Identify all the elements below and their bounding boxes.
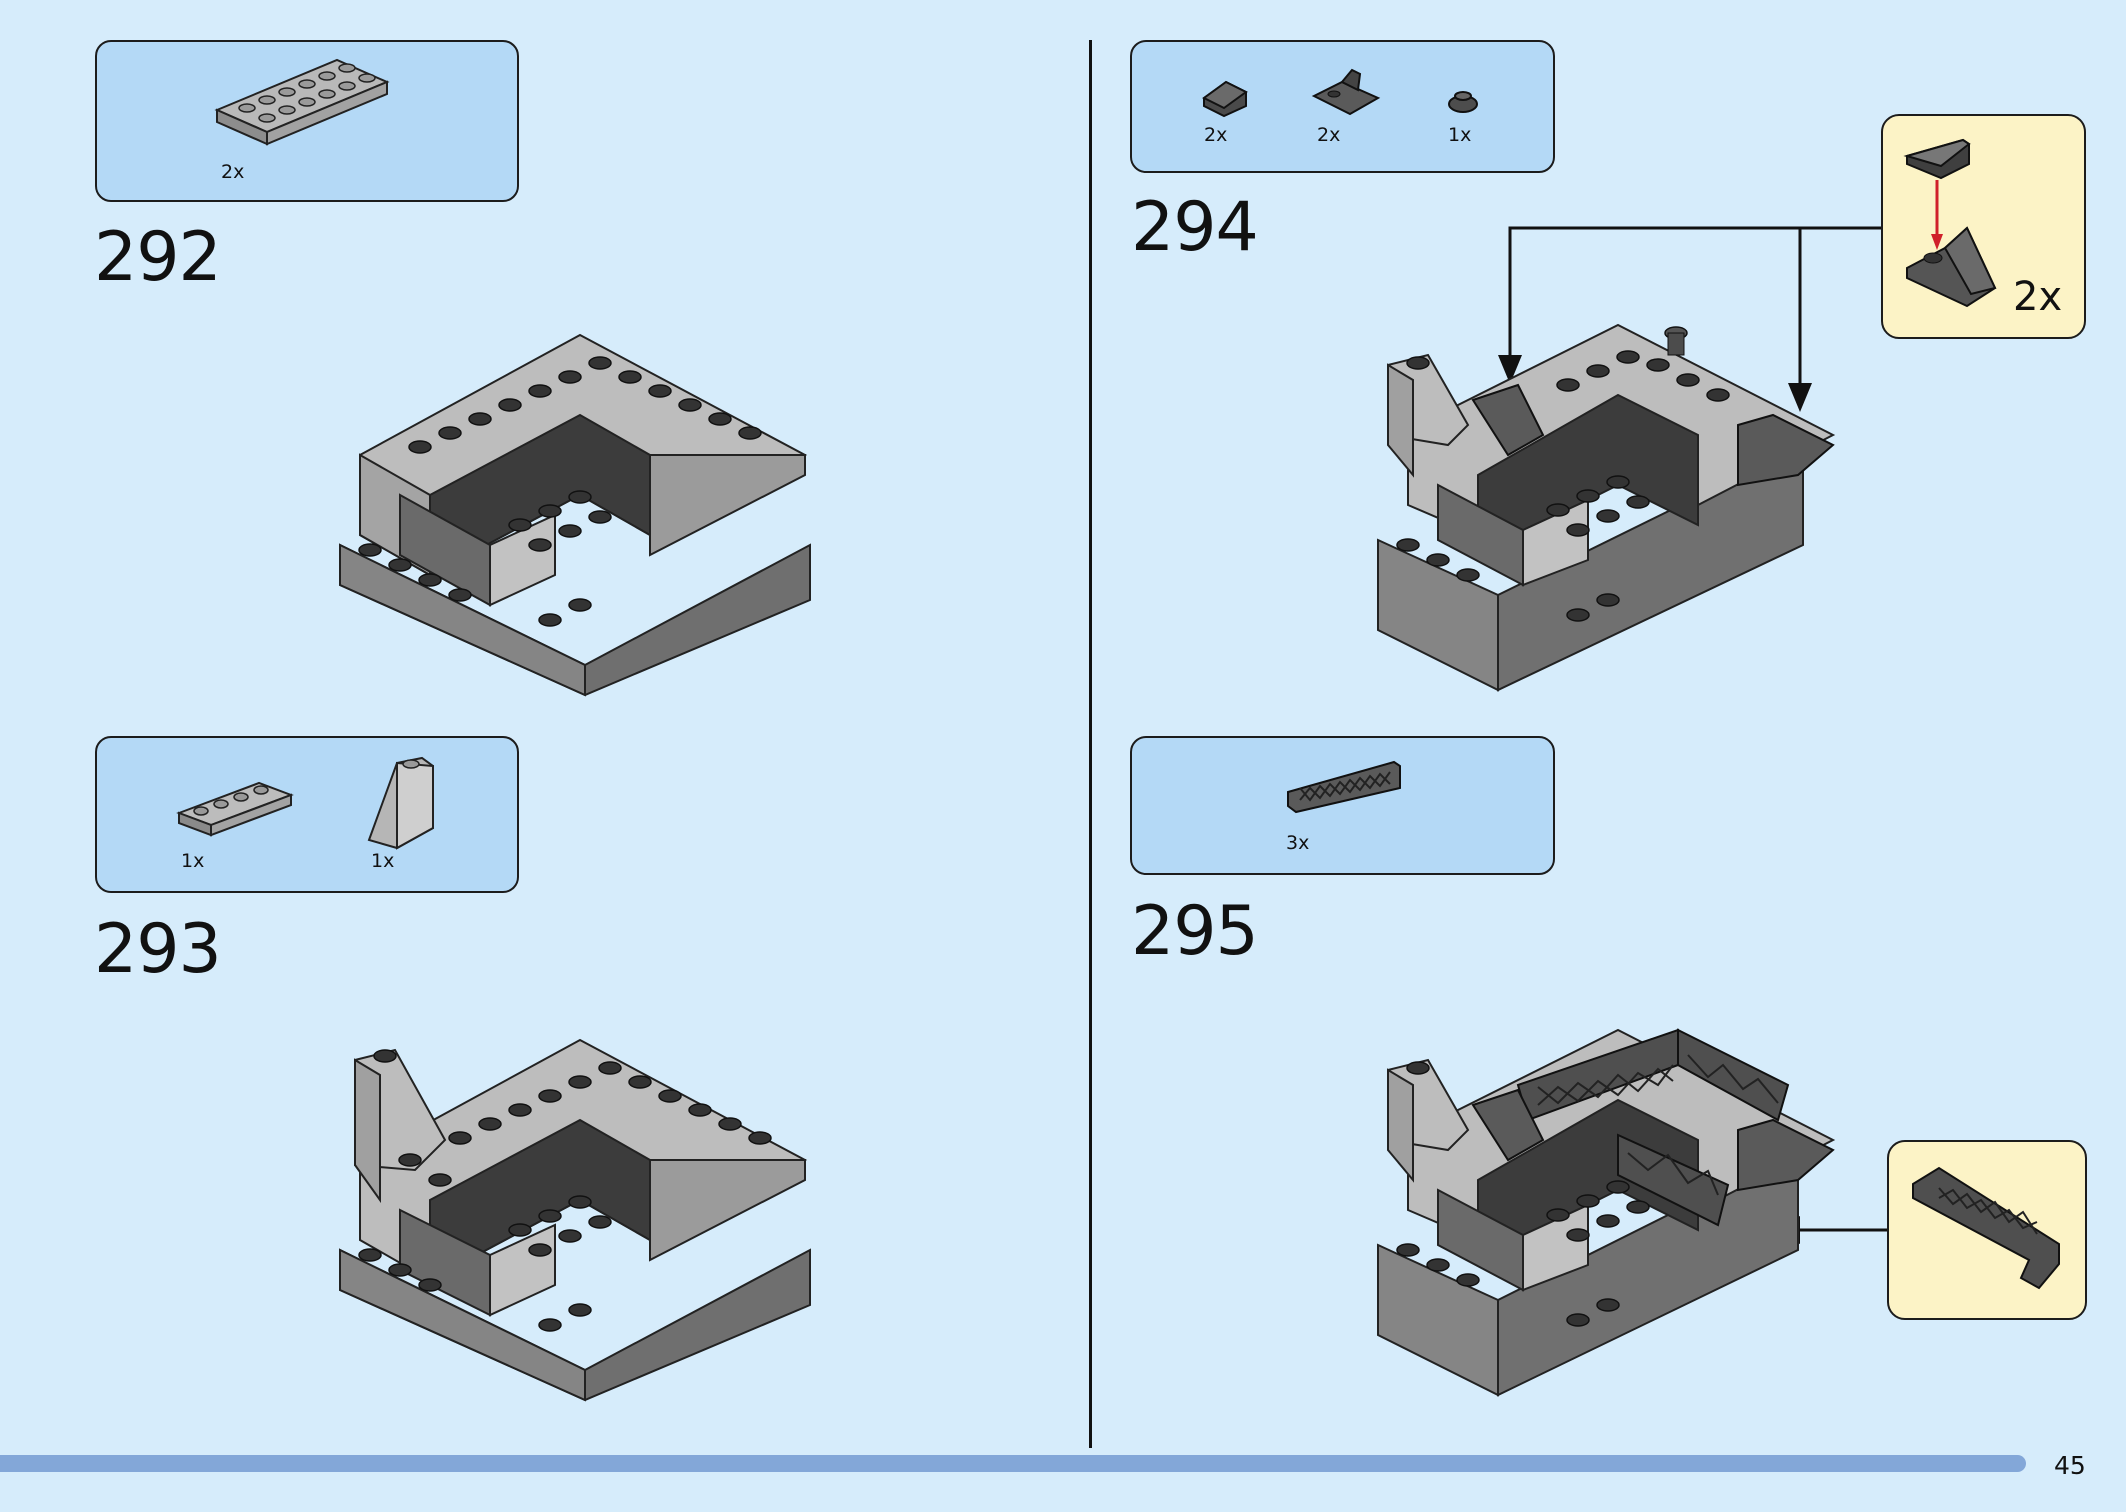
column-divider — [1089, 40, 1092, 1448]
parts-box-step-292: 2x — [95, 40, 519, 202]
step-number-293: 293 — [94, 910, 222, 989]
footer-bar — [0, 1455, 2026, 1472]
fence-lattice-icon — [1287, 760, 1401, 814]
part-qty: 2x — [221, 161, 245, 183]
round-plate-icon — [1448, 91, 1478, 113]
step-number-292: 292 — [94, 218, 222, 297]
callout-step-294: 2x — [1881, 114, 2086, 339]
part-qty: 1x — [371, 850, 395, 872]
build-model-step-293 — [339, 1038, 811, 1402]
plate-2x6-icon — [214, 58, 390, 146]
bracket-plate-icon — [1311, 68, 1381, 116]
part-qty: 3x — [1286, 832, 1310, 854]
page-number: 45 — [2054, 1451, 2086, 1480]
parts-box-step-295: 3x — [1130, 736, 1555, 875]
slope-tile-assembly-icon — [1903, 138, 1997, 308]
slope-brick-icon — [367, 756, 434, 850]
build-model-step-294 — [1377, 323, 1836, 692]
callout-qty: 2x — [2013, 274, 2063, 320]
slope-tile-icon — [1202, 80, 1248, 118]
build-model-step-295 — [1377, 1028, 1836, 1397]
callout-step-295 — [1887, 1140, 2087, 1320]
build-model-step-292 — [339, 333, 811, 697]
part-qty: 2x — [1204, 124, 1228, 146]
fence-lattice-detail-icon — [1912, 1166, 2060, 1290]
plate-1x4-icon — [176, 781, 294, 837]
step-number-295: 295 — [1131, 892, 1259, 971]
part-qty: 1x — [1448, 124, 1472, 146]
parts-box-step-293: 1x 1x — [95, 736, 519, 893]
part-qty: 2x — [1317, 124, 1341, 146]
parts-box-step-294: 2x 2x 1x — [1130, 40, 1555, 173]
step-number-294: 294 — [1131, 188, 1259, 267]
part-qty: 1x — [181, 850, 205, 872]
